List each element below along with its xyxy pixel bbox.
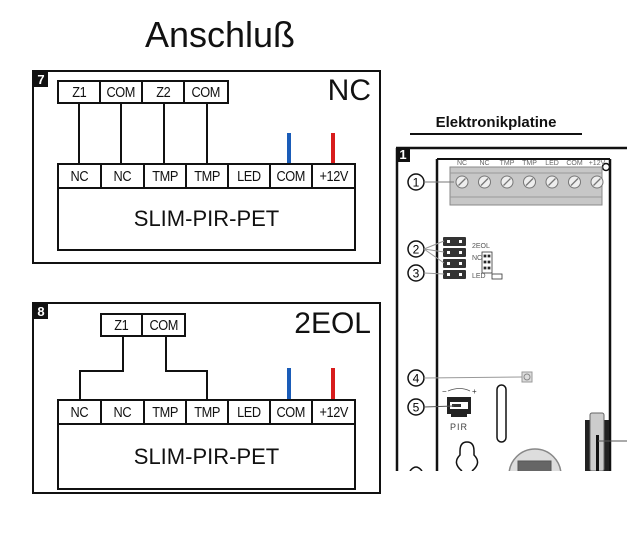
svg-text:3: 3	[413, 267, 420, 281]
board-terminal-label: TMP	[500, 160, 515, 167]
zone-terminal: COM	[149, 316, 178, 334]
diagram-mode-label: 2EOL	[294, 307, 371, 340]
pir-label: PIR	[450, 422, 468, 432]
zone-terminal: Z1	[59, 82, 102, 102]
device-box: SLIM-PIR-PET	[57, 189, 356, 251]
jumper-label-nc: NC	[472, 255, 482, 262]
zone-terminal: COM	[191, 83, 221, 101]
detector-terminal: +12V	[319, 167, 348, 185]
wire	[206, 103, 208, 164]
wire	[78, 103, 80, 164]
svg-text:4: 4	[413, 372, 420, 386]
tamper-switch	[585, 412, 627, 471]
terminal-strip	[449, 166, 604, 206]
board-terminal-label: LED	[545, 160, 559, 167]
jumper-label-2eol: 2EOL	[472, 243, 490, 250]
wire	[122, 336, 124, 372]
detector-terminal: NC	[59, 401, 102, 423]
svg-text:1: 1	[413, 176, 420, 190]
jumper-label-led: LED	[472, 273, 486, 280]
board-number-badge	[396, 147, 410, 162]
board-terminal-label: NC	[457, 160, 467, 167]
detector-terminal: NC	[102, 401, 145, 423]
detector-terminal: TMP	[145, 165, 187, 187]
com-wire	[287, 368, 291, 400]
diagram-nc: 7 NC Z1 COM Z2 COM NC NC TMP TMP LED COM…	[32, 70, 381, 264]
com-wire	[287, 133, 291, 164]
detector-terminal: TMP	[187, 401, 229, 423]
diagram-number: 8	[34, 304, 48, 319]
zone-terminal: COM	[101, 82, 144, 102]
zone-terminal: Z1	[102, 315, 144, 335]
diagram-mode-label: NC	[327, 74, 371, 107]
wire	[206, 370, 208, 400]
device-box: SLIM-PIR-PET	[57, 425, 356, 490]
board-terminal-label: +12V	[589, 160, 606, 167]
detector-terminal-row: NC NC TMP TMP LED COM +12V	[57, 399, 356, 425]
diagram-number: 7	[34, 72, 48, 87]
wire	[165, 336, 167, 372]
detector-terminal: +12V	[319, 403, 348, 421]
jumper-legend	[481, 251, 503, 280]
wire	[79, 370, 81, 400]
detector-terminal: LED	[229, 165, 271, 187]
detector-terminal: TMP	[145, 401, 187, 423]
power-wire	[331, 368, 335, 400]
board-slot	[496, 384, 507, 443]
board-heading: Elektronikplatine	[410, 114, 582, 135]
board-number: 1	[399, 147, 406, 162]
detector-terminal: NC	[102, 165, 145, 187]
detector-terminal: COM	[271, 165, 313, 187]
diagram-2eol: 8 2EOL Z1 COM NC NC TMP TMP LED COM +12V…	[32, 302, 381, 494]
svg-text:+: +	[472, 387, 477, 396]
detector-terminal: NC	[59, 165, 102, 187]
zone-terminal-row: Z1 COM	[100, 313, 186, 337]
zone-terminal: Z2	[143, 82, 186, 102]
svg-text:5: 5	[413, 401, 420, 415]
wire	[163, 103, 165, 164]
detector-terminal: LED	[229, 401, 271, 423]
board-terminal-label: NC	[479, 160, 489, 167]
board-terminal-label: TMP	[522, 160, 537, 167]
page-title: Anschluß	[144, 14, 296, 55]
detector-terminal: COM	[271, 401, 313, 423]
keyhole-mount	[455, 441, 479, 471]
svg-text:2: 2	[413, 243, 420, 257]
wire	[120, 103, 122, 164]
detector-terminal: TMP	[187, 165, 229, 187]
wire	[165, 370, 208, 372]
jumper-block	[443, 237, 466, 279]
wire	[79, 370, 124, 372]
zone-terminal-row: Z1 COM Z2 COM	[57, 80, 229, 104]
power-wire	[331, 133, 335, 164]
board-illustration: 1 NC NC TMP TMP LED COM +12V 1 2EOL NC LED	[395, 146, 627, 471]
board-terminal-label: COM	[566, 160, 583, 167]
detector-terminal-row: NC NC TMP TMP LED COM +12V	[57, 163, 356, 189]
svg-text:−: −	[442, 387, 447, 396]
